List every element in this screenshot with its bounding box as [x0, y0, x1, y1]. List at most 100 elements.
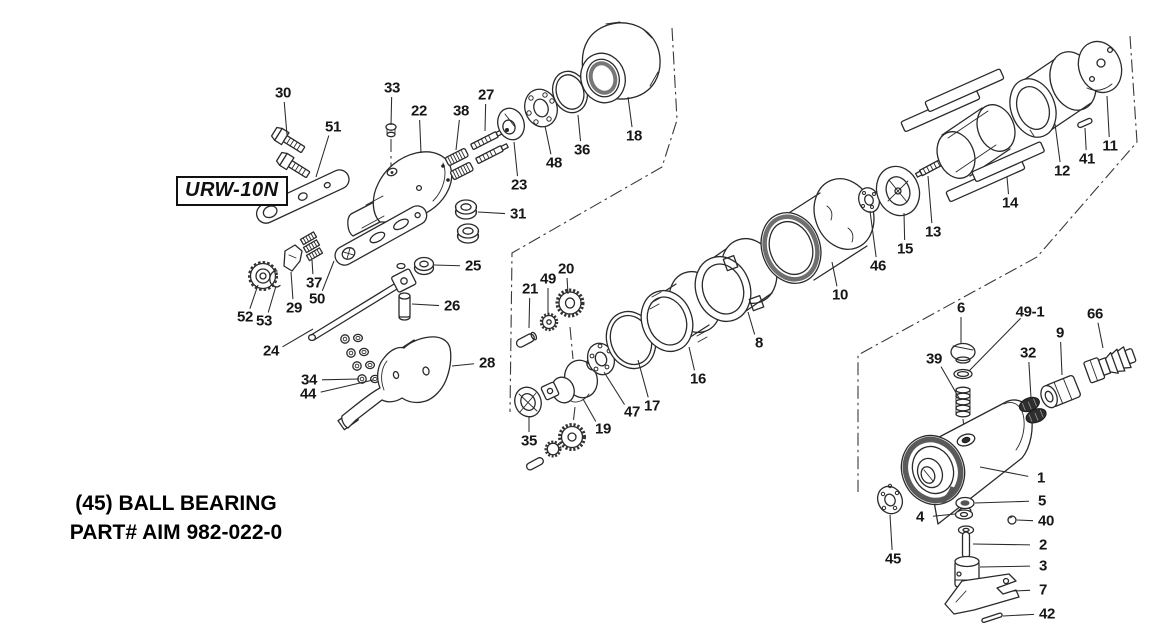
part-41-dowel-pin: [1077, 117, 1093, 129]
leader-line-52: [249, 284, 259, 309]
part-18-ratchet-head: [580, 21, 661, 104]
part-callout-41: 41: [1078, 150, 1096, 168]
part-callout-9: 9: [1055, 324, 1065, 342]
leader-line-47: [603, 371, 625, 405]
leader-line-22: [419, 119, 422, 154]
leader-line-19: [582, 398, 597, 422]
leader-line-13: [927, 175, 933, 224]
leader-line-8: [747, 311, 756, 335]
part-callout-5: 5: [1037, 492, 1047, 510]
part-48-bearing: [524, 88, 558, 128]
model-label: URW-10N: [176, 176, 288, 206]
part-callout-31: 31: [509, 205, 527, 223]
leader-line-49-1: [968, 317, 1022, 372]
part-callout-19: 19: [594, 420, 612, 438]
part-21-idler-pin-2: [525, 457, 544, 471]
leader-line-36: [577, 114, 582, 142]
part-callout-49-1: 49-1: [1015, 303, 1045, 321]
leader-line-7: [1011, 589, 1031, 592]
leader-line-46: [869, 210, 877, 258]
part-callout-25: 25: [464, 257, 482, 275]
leader-line-41: [1084, 127, 1087, 151]
leader-line-23: [513, 141, 519, 177]
part-51-link-plate: [255, 169, 350, 224]
leader-line-27: [484, 103, 487, 132]
leader-line-38: [455, 119, 460, 151]
part-40-steel-ball: [1007, 515, 1017, 525]
phantom-boundary-line: [857, 35, 1138, 492]
part-callout-53: 53: [255, 312, 273, 330]
part-53-retaining-clip: [269, 270, 281, 288]
part-callout-37: 37: [305, 274, 323, 292]
note-line-1: (45) BALL BEARING: [75, 492, 277, 515]
part-callout-18: 18: [625, 127, 643, 145]
part-46-bearing: [858, 187, 880, 213]
part-callout-6: 6: [956, 299, 966, 317]
part-49-pinion-gear: [539, 312, 559, 332]
leader-line-24: [282, 328, 314, 348]
part-38-springs: [441, 148, 474, 182]
part-callout-3: 3: [1038, 557, 1048, 575]
part-52-reverse-knob: [248, 261, 278, 291]
part-callout-12: 12: [1053, 162, 1071, 180]
part-callout-2: 2: [1038, 536, 1048, 554]
leader-line-5: [974, 500, 1030, 504]
part-23-cam-bushing: [497, 107, 525, 141]
part-callout-24: 24: [262, 342, 280, 360]
part-callout-36: 36: [573, 141, 591, 159]
leader-line-1: [979, 466, 1029, 477]
callout-leader-lines: [249, 95, 1110, 617]
part-callout-44: 44: [299, 385, 317, 403]
part-callout-42: 42: [1038, 605, 1056, 623]
part-22-yoke-housing: [347, 151, 453, 237]
part-5-valve-seat: [955, 496, 975, 510]
part-callout-8: 8: [754, 334, 764, 352]
part-callout-22: 22: [410, 102, 428, 120]
part-callout-17: 17: [643, 397, 661, 415]
part-callout-48: 48: [545, 154, 563, 172]
part-callout-51: 51: [324, 118, 342, 136]
leader-line-53: [267, 285, 277, 313]
leader-line-10: [831, 261, 838, 287]
part-callout-49: 49: [539, 270, 557, 288]
part-callout-38: 38: [452, 102, 470, 120]
part-callout-13: 13: [924, 223, 942, 241]
leader-line-51: [315, 135, 330, 178]
part-7-throttle-lever: [944, 573, 1020, 615]
leader-line-32: [1028, 361, 1032, 399]
leader-line-15: [903, 212, 906, 241]
part-callout-30: 30: [274, 84, 292, 102]
part-callout-29: 29: [285, 299, 303, 317]
leader-line-29: [290, 271, 294, 300]
leader-line-30: [283, 101, 288, 136]
leader-line-17: [637, 359, 649, 398]
leader-line-40: [1016, 519, 1034, 522]
part-callout-16: 16: [689, 370, 707, 388]
leader-line-2: [972, 543, 1031, 546]
leader-line-44: [320, 379, 374, 393]
part-9-inlet-bushing: [1040, 374, 1081, 409]
part-31-flange-nuts: [454, 199, 480, 244]
part-25-nut: [413, 256, 435, 276]
part-11-rear-end-plate: [1077, 40, 1123, 94]
part-4-washer: [954, 509, 974, 520]
part-callout-15: 15: [896, 240, 914, 258]
part-callout-4: 4: [915, 508, 925, 526]
part-callout-45: 45: [884, 550, 902, 568]
part-callout-21: 21: [521, 280, 539, 298]
leader-line-34: [321, 378, 360, 381]
note-ball-bearing: (45) BALL BEARING PART# AIM 982-022-0: [26, 489, 326, 547]
leader-line-12: [1054, 123, 1061, 163]
part-callout-52: 52: [236, 308, 254, 326]
part-callout-46: 46: [869, 257, 887, 275]
part-callout-11: 11: [1102, 137, 1118, 155]
part-14-rotor-vanes: [900, 68, 1045, 203]
part-callout-40: 40: [1037, 512, 1055, 530]
part-callout-1: 1: [1036, 469, 1046, 487]
part-callout-27: 27: [477, 86, 495, 104]
leader-line-39: [940, 366, 960, 399]
leader-line-9: [1060, 341, 1063, 376]
part-35-washer: [514, 386, 542, 418]
part-callout-20: 20: [557, 260, 575, 278]
